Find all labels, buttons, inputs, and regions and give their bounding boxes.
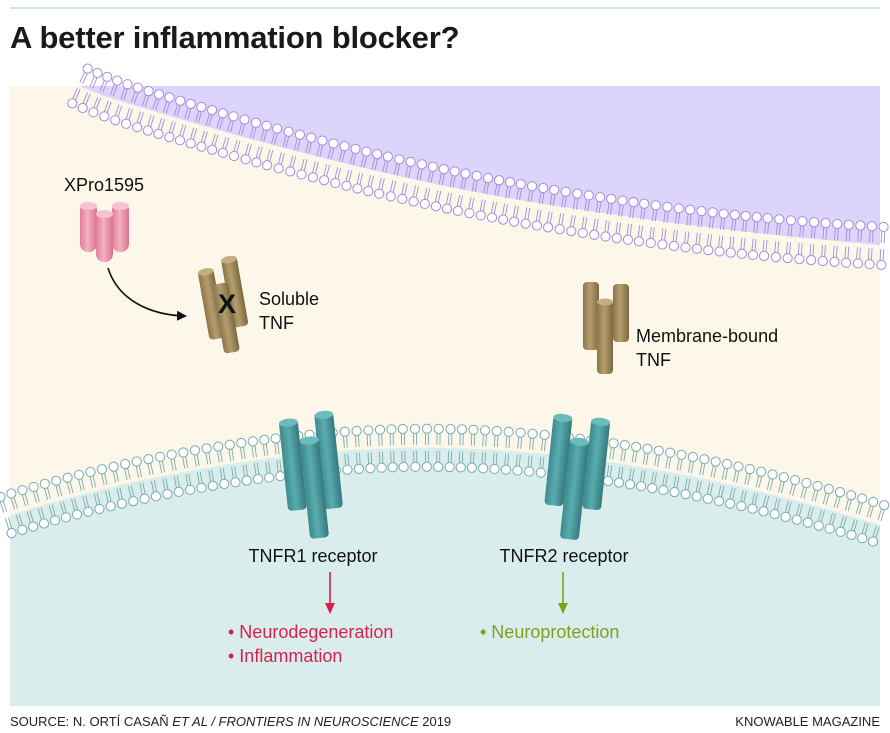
soluble-tnf-molecule — [197, 255, 249, 354]
effect-neurodegeneration: • Neurodegeneration — [228, 622, 393, 642]
source-italic: ET AL / FRONTIERS IN NEUROSCIENCE — [172, 714, 419, 729]
xpro1595-label: XPro1595 — [64, 175, 144, 195]
source-line: SOURCE: N. ORTÍ CASAÑ ET AL / FRONTIERS … — [10, 714, 451, 729]
source-suffix: 2019 — [418, 714, 452, 729]
membrane-tnf-label-2: TNF — [636, 350, 671, 370]
tnfr1-effect-arrow — [325, 572, 335, 614]
upper-cell-membrane — [67, 63, 889, 270]
block-mark: X — [218, 289, 236, 319]
tnfr1-label: TNFR1 receptor — [248, 546, 377, 566]
soluble-tnf-label-1: Soluble — [259, 289, 319, 309]
page-title: A better inflammation blocker? — [10, 20, 460, 55]
tnfr2-receptor — [544, 413, 611, 540]
xpro1595-molecule — [80, 202, 129, 262]
tnfr1-receptor — [278, 410, 343, 539]
top-rule — [10, 7, 880, 9]
tnfr2-effect-arrow — [558, 572, 568, 614]
source-prefix: SOURCE: N. ORTÍ CASAÑ — [10, 714, 173, 729]
tnfr2-label: TNFR2 receptor — [499, 546, 628, 566]
membrane-tnf-molecule — [583, 282, 629, 374]
effect-inflammation: • Inflammation — [228, 646, 342, 666]
lower-cell — [10, 447, 880, 706]
effect-neuroprotection: • Neuroprotection — [480, 622, 619, 642]
membrane-tnf-label-1: Membrane-bound — [636, 326, 778, 346]
credit: KNOWABLE MAGAZINE — [735, 714, 880, 729]
soluble-tnf-label-2: TNF — [259, 313, 294, 333]
binding-arrow — [107, 267, 187, 321]
lower-cell-membrane — [0, 423, 890, 547]
